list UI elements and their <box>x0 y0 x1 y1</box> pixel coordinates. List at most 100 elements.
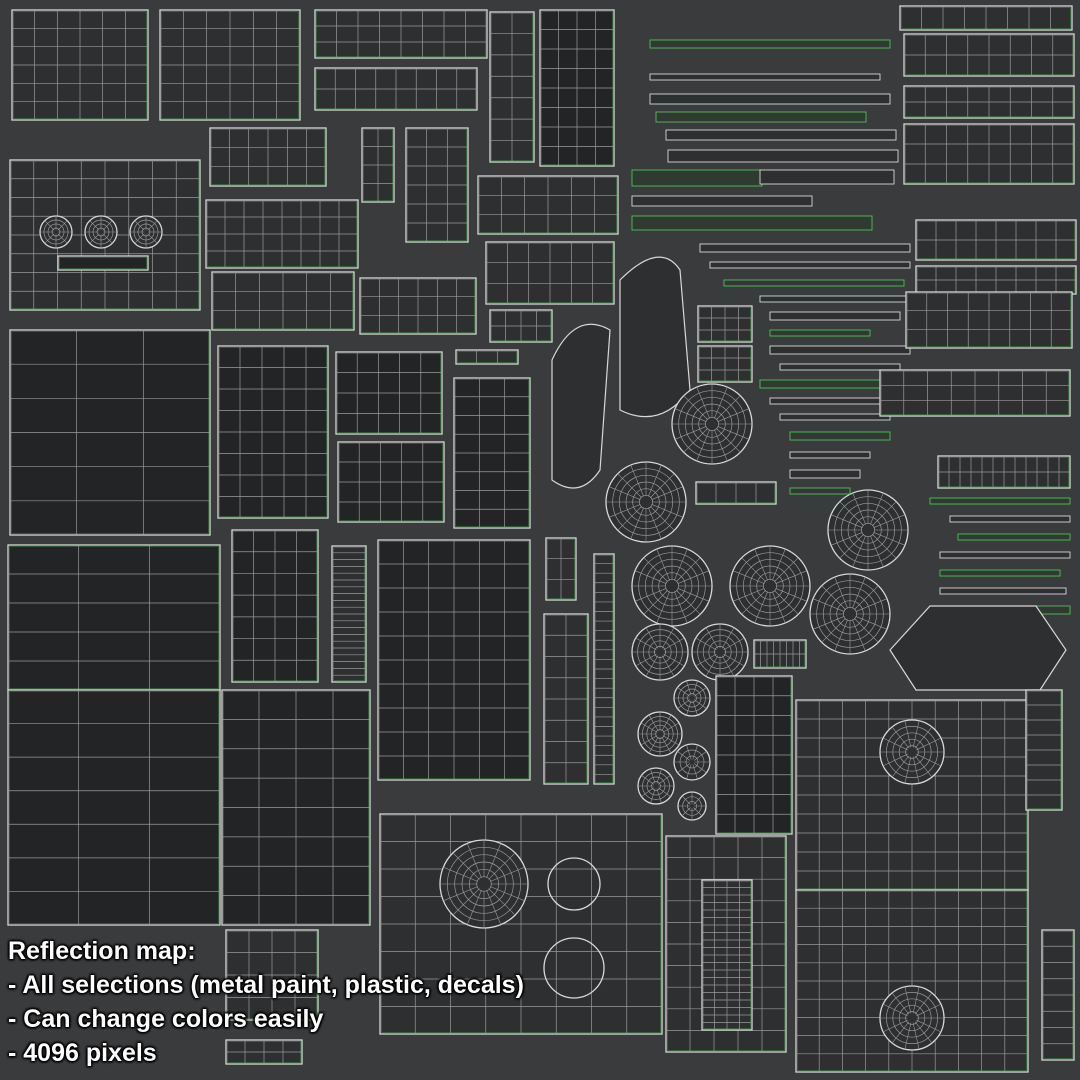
uv-strip-island <box>789 431 891 441</box>
uv-island <box>903 33 1075 77</box>
uv-wheel-island <box>673 679 711 717</box>
uv-strip-island <box>759 169 895 185</box>
uv-island <box>217 345 329 519</box>
uv-island <box>543 613 589 785</box>
uv-island <box>361 127 395 203</box>
uv-island <box>314 67 478 111</box>
uv-strip-island <box>939 569 1061 577</box>
caption-overlay: Reflection map: - All selections (metal … <box>8 934 524 1070</box>
uv-strip-island <box>665 129 897 141</box>
uv-strip-island <box>723 279 905 287</box>
uv-island <box>379 813 663 1035</box>
uv-island <box>879 369 1071 417</box>
uv-wheel-island <box>631 545 713 627</box>
uv-island <box>915 219 1077 261</box>
uv-island <box>937 455 1071 489</box>
uv-strip-island <box>709 261 911 269</box>
uv-strip-island <box>779 363 901 371</box>
uv-island <box>903 123 1075 185</box>
uv-island <box>593 553 615 785</box>
uv-island <box>905 291 1073 349</box>
uv-arc-island <box>551 323 611 489</box>
uv-knob-island <box>39 215 73 249</box>
uv-strip-island <box>655 111 867 123</box>
uv-wheel-island <box>879 719 945 785</box>
uv-wheel-island <box>879 985 945 1051</box>
uv-wheel-island <box>605 461 687 543</box>
uv-island <box>915 265 1077 295</box>
uv-strip-island <box>789 487 851 495</box>
uv-island <box>205 199 359 269</box>
uv-strip-island <box>649 73 881 81</box>
uv-island <box>455 349 519 365</box>
uv-wheel-island <box>729 545 811 627</box>
uv-island <box>209 127 327 187</box>
uv-strip-island <box>957 533 1071 541</box>
uv-strip-island <box>929 497 1071 505</box>
uv-island <box>225 1039 303 1065</box>
uv-strip-island <box>631 215 873 231</box>
uv-island <box>539 9 615 167</box>
uv-island <box>1041 929 1075 1061</box>
uv-strip-island <box>667 149 899 163</box>
caption-title: Reflection map: <box>8 937 196 965</box>
uv-wheel-island <box>691 623 749 681</box>
uv-knob-island <box>84 215 118 249</box>
uv-island <box>314 9 488 59</box>
uv-island <box>335 351 443 435</box>
uv-island <box>221 689 371 926</box>
uv-wheel-island <box>827 489 909 571</box>
uv-island <box>697 305 753 343</box>
uv-wheel-island <box>439 839 529 929</box>
uv-strip-island <box>939 551 1071 559</box>
uv-island <box>477 175 619 235</box>
uv-island <box>57 255 149 271</box>
uv-strip-island <box>649 39 891 49</box>
uv-strip-island <box>789 451 871 459</box>
uv-island <box>695 481 777 505</box>
uv-strip-island <box>631 195 813 207</box>
uv-wheel-island <box>677 791 707 821</box>
uv-island <box>489 309 553 343</box>
uv-strip-island <box>649 93 891 105</box>
uv-island <box>753 639 807 669</box>
uv-island <box>545 537 577 601</box>
uv-wheel-island <box>671 383 753 465</box>
caption-line-1: - All selections (metal paint, plastic, … <box>8 971 524 999</box>
uv-strip-island <box>759 379 881 389</box>
uv-island <box>485 241 615 305</box>
uv-island <box>225 929 319 1021</box>
uv-island <box>715 675 793 835</box>
uv-island <box>903 85 1075 119</box>
uv-ring-island <box>547 857 601 911</box>
uv-arc-island <box>619 256 691 418</box>
uv-strip-island <box>759 295 911 303</box>
uv-wheel-island <box>631 623 689 681</box>
uv-island <box>11 9 149 121</box>
uv-island <box>159 9 301 121</box>
uv-island <box>231 529 319 683</box>
uv-island <box>359 277 477 335</box>
uv-island <box>211 271 355 331</box>
uv-strip-island <box>631 169 763 187</box>
uv-strip-island <box>939 587 1067 595</box>
uv-strip-island <box>699 243 911 253</box>
caption-line-3: - 4096 pixels <box>8 1039 157 1067</box>
uv-island <box>489 11 535 163</box>
uv-island <box>697 345 753 383</box>
uv-island <box>7 689 221 926</box>
uv-island <box>1025 689 1063 811</box>
uv-island <box>405 127 469 243</box>
uv-island <box>377 539 531 781</box>
uv-ring-island <box>543 937 605 999</box>
uv-island <box>701 879 753 1031</box>
uv-strip-island <box>769 329 871 337</box>
uv-strip-island <box>789 469 861 479</box>
uv-island <box>899 5 1073 31</box>
uv-island <box>7 544 221 691</box>
uv-lid-island <box>889 605 1067 691</box>
uv-island <box>9 329 211 536</box>
uv-island <box>453 377 531 529</box>
uv-strip-island <box>949 515 1071 523</box>
